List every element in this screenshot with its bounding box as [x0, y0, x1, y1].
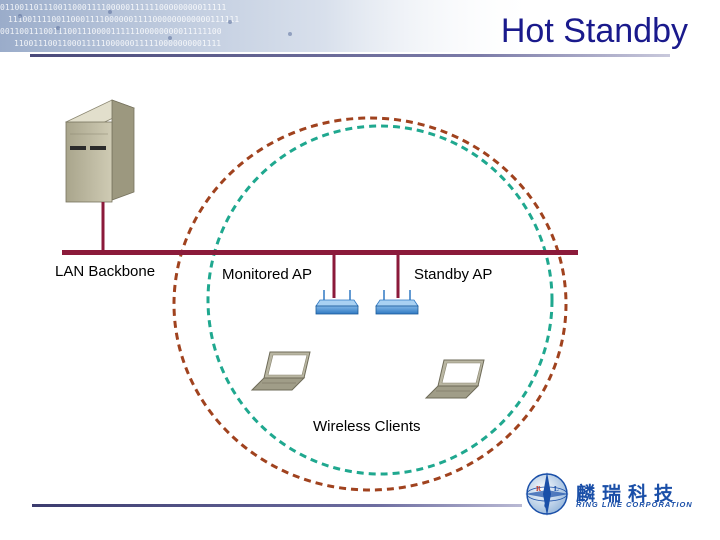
company-name-cn: 麟瑞科技: [576, 483, 681, 505]
logo-letter-c: C: [544, 502, 549, 510]
monitored-access-point-icon: [315, 290, 359, 315]
svg-text:111001111001100011110000001111: 1110011110011000111100000011110000000000…: [8, 15, 239, 24]
company-name-en: RING LINE CORPORATION: [576, 500, 693, 509]
footer-branding: R L C: [32, 472, 569, 516]
standby-coverage-circle: [206, 124, 554, 476]
svg-text:011001101110011000111100000111: 0110011011100110001111000001111110000000…: [0, 3, 227, 12]
standby-access-point-icon: [375, 290, 419, 315]
svg-text:110011100110001111100000011111: 1100111001100011111000000111110000000001…: [14, 39, 221, 48]
wireless-clients-label: Wireless Clients: [313, 418, 421, 435]
company-logo-icon: R L C: [525, 472, 569, 516]
header-banner: 0110011011100110001111000001111110000000…: [0, 0, 720, 57]
server-tower-icon: [64, 99, 136, 203]
laptop-icon: [250, 351, 311, 391]
svg-text:001100111001110011100001111110: 0011001110011100111000011111100000000011…: [0, 27, 222, 36]
standby-ap-label: Standby AP: [414, 266, 493, 283]
laptop-icon: [424, 359, 485, 399]
monitored-coverage-circle: [172, 116, 568, 492]
slide-title: Hot Standby: [500, 12, 688, 50]
monitored-ap-label: Monitored AP: [222, 266, 313, 283]
logo-letter-r: R: [536, 485, 542, 493]
logo-letter-l: L: [554, 485, 559, 493]
lan-backbone-label: LAN Backbone: [55, 263, 156, 280]
lan-backbone-line: [62, 250, 578, 255]
